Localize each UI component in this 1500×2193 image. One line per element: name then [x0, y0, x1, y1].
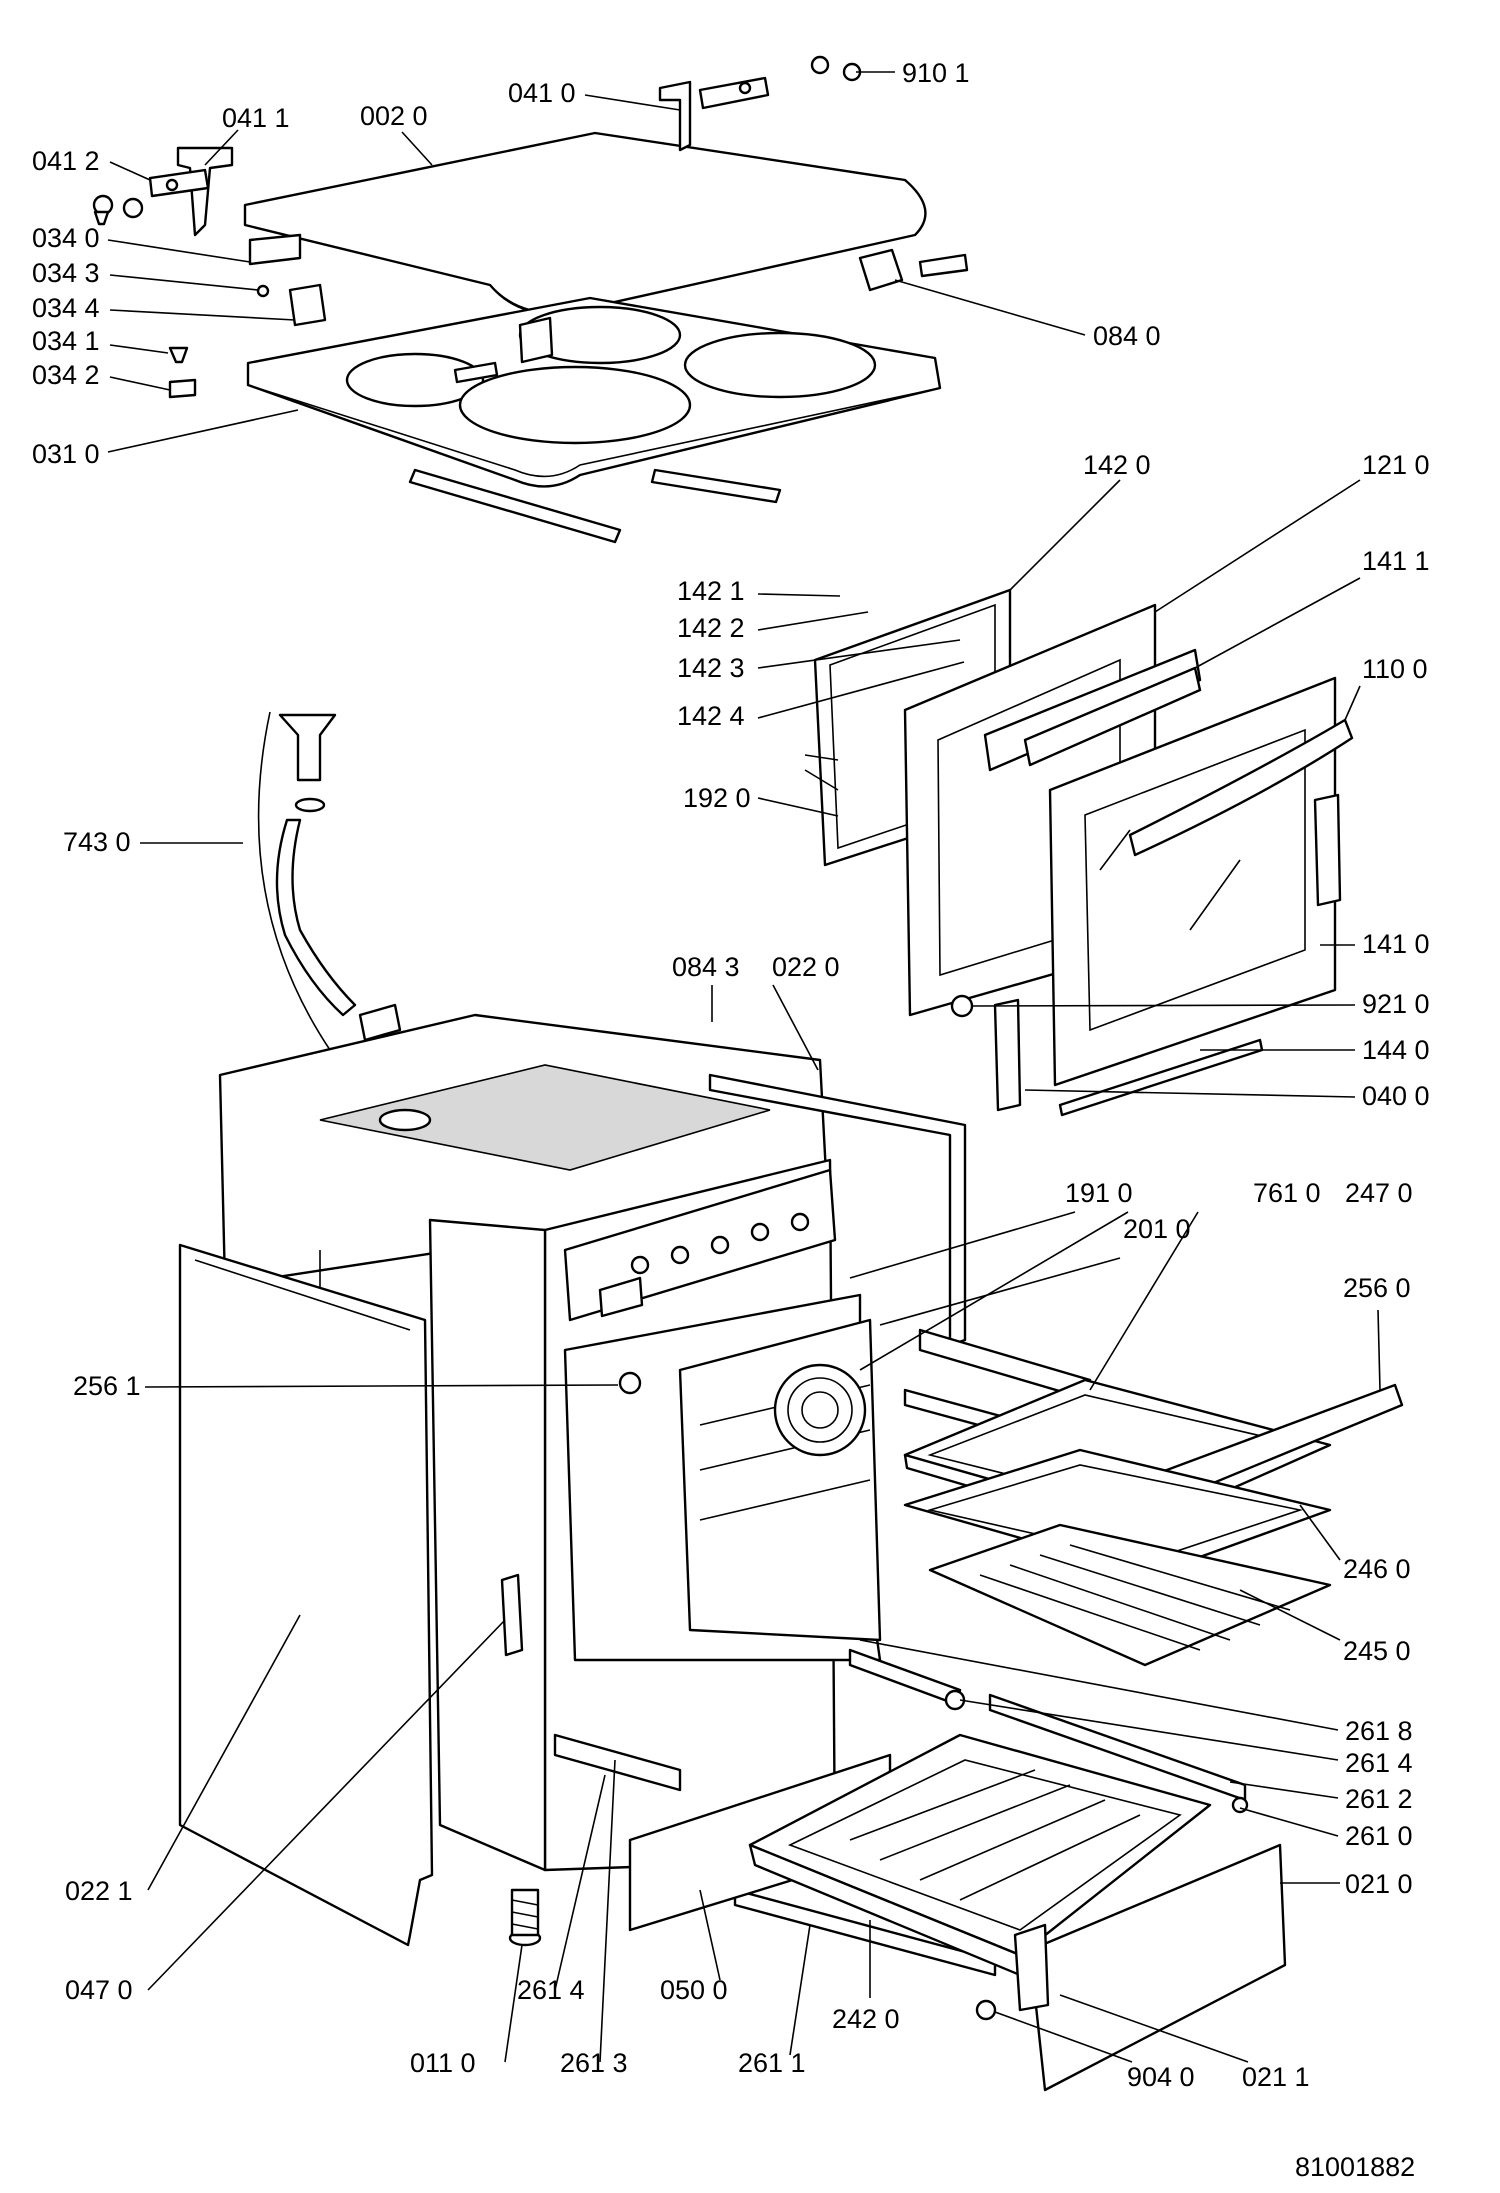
callout-191-0: 191 0	[1065, 1178, 1133, 1208]
small-parts-034	[168, 233, 327, 399]
callout-142-4: 142 4	[677, 701, 745, 731]
callout-261-4-bottom: 261 4	[517, 1975, 585, 2005]
callout-031-0: 031 0	[32, 439, 100, 469]
callout-142-0: 142 0	[1083, 450, 1151, 480]
callout-142-1: 142 1	[677, 576, 745, 606]
callout-041-2: 041 2	[32, 146, 100, 176]
callout-910-1: 910 1	[902, 58, 970, 88]
callout-050-0: 050 0	[660, 1975, 728, 2005]
callout-904-0: 904 0	[1127, 2062, 1195, 2092]
callout-256-0: 256 0	[1343, 1273, 1411, 1303]
drawer-panel-021-0	[1013, 1843, 1287, 2092]
callout-245-0: 245 0	[1343, 1636, 1411, 1666]
hose-743-0	[257, 711, 402, 1051]
screws-041-2	[92, 194, 144, 226]
callout-022-0: 022 0	[772, 952, 840, 982]
bracket-047-0	[500, 1573, 524, 1657]
callout-761-0: 761 0	[1253, 1178, 1321, 1208]
side-panel-022-1	[178, 1243, 434, 1947]
callout-144-0: 144 0	[1362, 1035, 1430, 1065]
handle-spacer-141-1	[1023, 666, 1202, 767]
callout-084-0: 084 0	[1093, 321, 1161, 351]
hinge-041-0	[658, 76, 770, 152]
hinge-041-1	[148, 146, 234, 237]
callout-084-3: 084 3	[672, 952, 740, 982]
lid-002-0	[243, 131, 927, 315]
callout-261-2: 261 2	[1345, 1784, 1413, 1814]
oven-cavity-201-0	[563, 1293, 882, 1662]
callout-002-0: 002 0	[360, 101, 428, 131]
drawer-242-0	[748, 1733, 1212, 1977]
leader-lines	[107, 71, 1381, 2063]
callout-034-4: 034 4	[32, 293, 100, 323]
callout-192-0: 192 0	[683, 783, 751, 813]
callout-034-0: 034 0	[32, 223, 100, 253]
callout-041-0: 041 0	[508, 78, 576, 108]
callout-021-0: 021 0	[1345, 1869, 1413, 1899]
cooktop-031-0	[246, 296, 942, 488]
callout-141-0: 141 0	[1362, 929, 1430, 959]
callout-021-1: 021 1	[1242, 2062, 1310, 2092]
callout-047-0: 047 0	[65, 1975, 133, 2005]
callout-041-1: 041 1	[222, 103, 290, 133]
callout-022-1: 022 1	[65, 1876, 133, 1906]
bracket-084-0	[858, 248, 969, 292]
callout-246-0: 246 0	[1343, 1554, 1411, 1584]
callout-142-2: 142 2	[677, 613, 745, 643]
callout-110-0: 110 0	[1362, 654, 1428, 684]
callout-261-8: 261 8	[1345, 1716, 1413, 1746]
callout-034-3: 034 3	[32, 258, 100, 288]
control-panel	[563, 1168, 837, 1322]
cabinet-body	[218, 1013, 837, 1872]
callout-142-3: 142 3	[677, 653, 745, 683]
callout-743-0: 743 0	[63, 827, 131, 857]
callout-921-0: 921 0	[1362, 989, 1430, 1019]
grid-245-0	[928, 1523, 1332, 1667]
nuts-910-1	[810, 55, 862, 82]
callout-034-2: 034 2	[32, 360, 100, 390]
callout-261-1: 261 1	[738, 2048, 806, 2078]
callout-labels: 910 1 041 0 002 0 041 1 041 2 034 0 034 …	[32, 58, 1430, 2092]
callout-141-1: 141 1	[1362, 546, 1430, 576]
callout-261-0: 261 0	[1345, 1821, 1413, 1851]
screw-904-0	[975, 1999, 997, 2021]
foot-011-0	[508, 1888, 542, 1947]
callout-034-1: 034 1	[32, 326, 100, 356]
callout-040-0: 040 0	[1362, 1081, 1430, 1111]
handle-110-0	[1128, 718, 1354, 857]
document-number: 81001882	[1295, 2152, 1415, 2182]
callout-247-0: 247 0	[1345, 1178, 1413, 1208]
runners-261	[553, 1648, 1249, 1977]
washer-921-0	[950, 994, 974, 1018]
callout-121-0: 121 0	[1362, 450, 1430, 480]
callout-256-1: 256 1	[73, 1371, 141, 1401]
callout-261-4-right: 261 4	[1345, 1748, 1413, 1778]
door-hinges	[993, 793, 1342, 1112]
callout-242-0: 242 0	[832, 2004, 900, 2034]
rails-cooktop	[408, 468, 782, 544]
callout-261-3: 261 3	[560, 2048, 628, 2078]
callout-201-0: 201 0	[1123, 1214, 1191, 1244]
callout-011-0: 011 0	[410, 2048, 476, 2078]
